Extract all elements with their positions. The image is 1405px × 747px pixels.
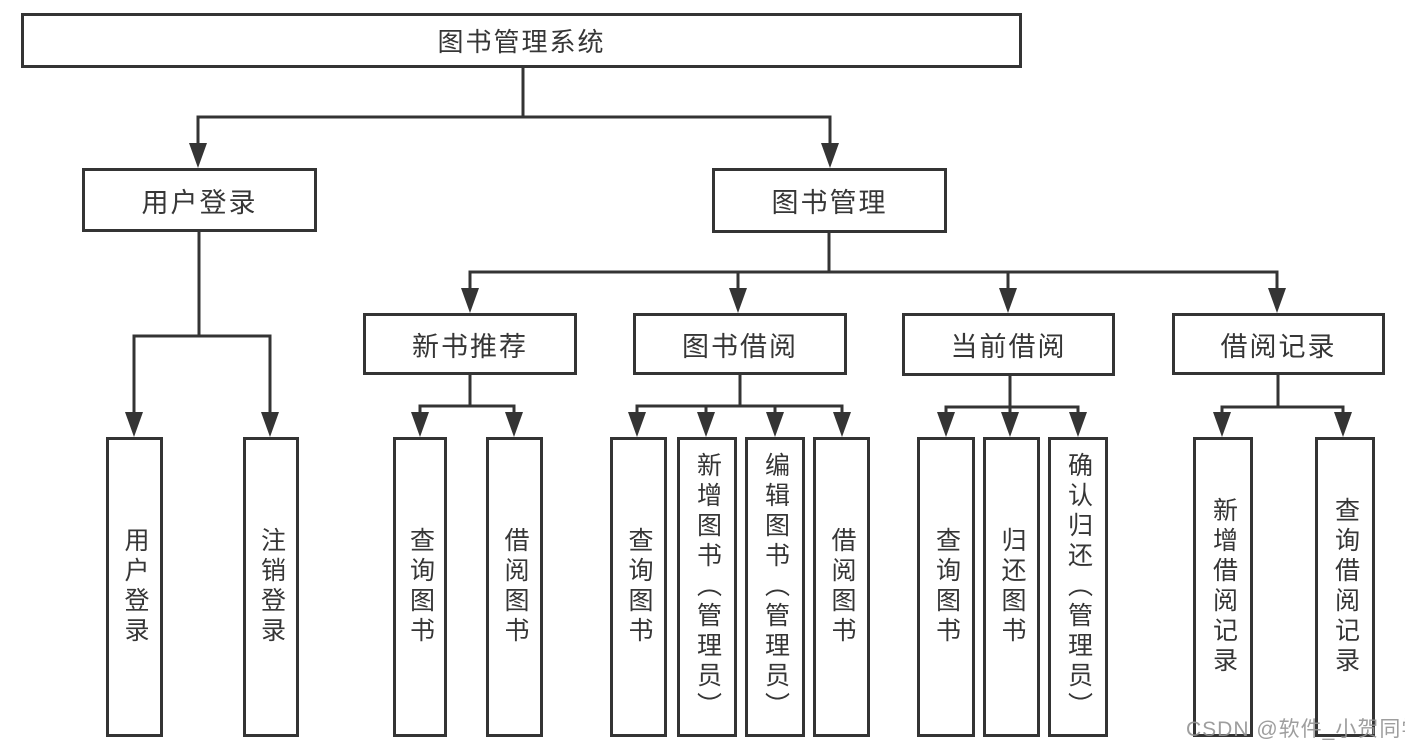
node-label: 图书管理系统 [437, 27, 606, 57]
node-book-management: 图书管理 [712, 168, 947, 233]
node-label: 图书借阅 [682, 331, 798, 362]
node-label: 查询借阅记录 [1331, 497, 1360, 677]
leaf-borrow-books-recommend: 借阅图书 [486, 437, 543, 737]
node-current-borrowing: 当前借阅 [902, 313, 1115, 376]
node-label: 借阅记录 [1220, 331, 1337, 362]
node-label: 查询图书 [625, 527, 653, 647]
node-label: 编辑图书（管理员） [761, 452, 790, 722]
leaf-borrow-books: 借阅图书 [813, 437, 870, 737]
leaf-query-books-current: 查询图书 [917, 437, 975, 737]
leaf-add-borrow-record: 新增借阅记录 [1193, 437, 1253, 737]
node-label: 图书管理 [771, 188, 888, 218]
leaf-query-borrow-record: 查询借阅记录 [1315, 437, 1375, 737]
node-label: 查询图书 [406, 527, 435, 647]
node-borrowing-records: 借阅记录 [1172, 313, 1385, 375]
node-label: 用户登录 [141, 187, 258, 218]
node-label: 注销登录 [257, 527, 286, 647]
leaf-user-login: 用户登录 [106, 437, 163, 737]
node-label: 查询图书 [932, 527, 961, 647]
node-label: 借阅图书 [828, 527, 856, 647]
node-label: 新增图书（管理员） [693, 452, 722, 722]
leaf-query-books-borrow: 查询图书 [610, 437, 667, 737]
node-label: 借阅图书 [501, 527, 529, 647]
node-label: 新书推荐 [412, 331, 528, 362]
node-new-book-recommendation: 新书推荐 [363, 313, 577, 375]
leaf-query-books-recommend: 查询图书 [393, 437, 447, 737]
arrowheads [125, 143, 1352, 437]
leaf-logout-login: 注销登录 [243, 437, 299, 737]
node-user-login: 用户登录 [82, 168, 317, 232]
csdn-watermark: CSDN @软件_小贺同学 [1186, 718, 1405, 741]
node-label: 当前借阅 [950, 332, 1067, 362]
node-label: 归还图书 [998, 527, 1026, 647]
leaf-edit-book-admin: 编辑图书（管理员） [745, 437, 805, 737]
node-library-management-system: 图书管理系统 [21, 13, 1022, 68]
node-label: 确认归还（管理员） [1064, 452, 1093, 722]
node-label: 新增借阅记录 [1209, 497, 1238, 677]
leaf-confirm-return-admin: 确认归还（管理员） [1048, 437, 1108, 737]
node-label: 用户登录 [121, 527, 149, 647]
leaf-return-books: 归还图书 [983, 437, 1040, 737]
node-book-borrowing: 图书借阅 [633, 313, 847, 375]
leaf-add-book-admin: 新增图书（管理员） [677, 437, 737, 737]
